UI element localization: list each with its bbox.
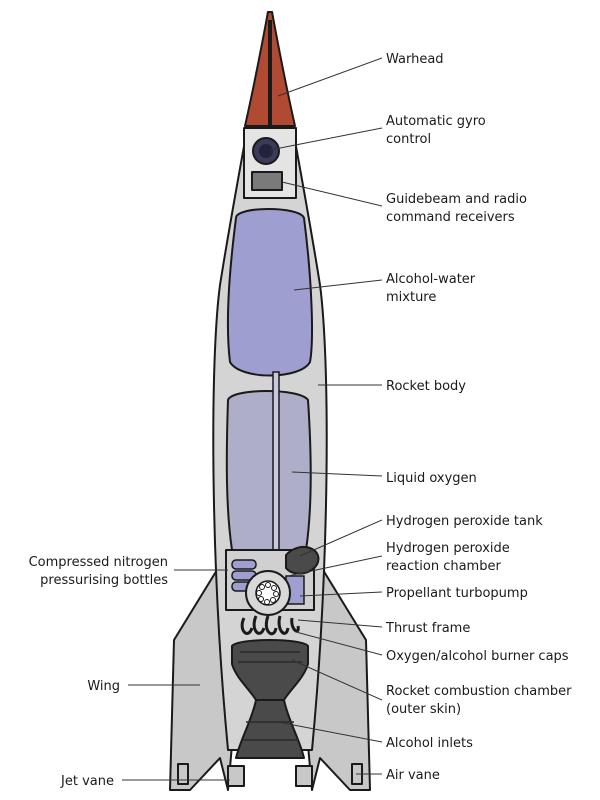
label-h2o2-chamber-2: reaction chamber: [386, 559, 501, 574]
fuel-line: [272, 371, 280, 555]
label-combustion-1: Rocket combustion chamber: [386, 684, 572, 699]
label-thrust-frame: Thrust frame: [385, 621, 470, 636]
label-inlets: Alcohol inlets: [386, 736, 473, 751]
label-wing: Wing: [87, 679, 120, 694]
label-nitrogen-1: Compressed nitrogen: [29, 555, 168, 570]
label-lox: Liquid oxygen: [386, 471, 477, 486]
label-body: Rocket body: [386, 379, 466, 394]
label-receivers-1: Guidebeam and radio: [386, 192, 527, 207]
label-turbopump: Propellant turbopump: [386, 586, 528, 601]
lox-tank: [225, 390, 312, 560]
label-alcohol-2: mixture: [386, 290, 436, 305]
label-h2o2-chamber-1: Hydrogen peroxide: [386, 541, 510, 556]
label-combustion-2: (outer skin): [386, 702, 461, 717]
h2o2-tank: [285, 545, 320, 575]
guidance-compartment: [243, 127, 297, 199]
label-receivers-2: command receivers: [386, 210, 515, 225]
thrust-frame: [240, 615, 300, 636]
label-warhead: Warhead: [386, 52, 444, 67]
alcohol-tank: [227, 208, 313, 377]
label-jet-vane: Jet vane: [60, 774, 114, 789]
leader-lines: [122, 57, 383, 781]
label-nitrogen-2: pressurising bottles: [40, 573, 168, 588]
label-alcohol-1: Alcohol-water: [386, 272, 476, 287]
label-air-vane: Air vane: [386, 768, 440, 783]
label-gyro-2: control: [386, 132, 431, 147]
combustion-chamber: [231, 639, 309, 701]
receiver-unit: [251, 171, 283, 191]
label-h2o2-tank: Hydrogen peroxide tank: [386, 514, 543, 529]
nozzle: [235, 699, 305, 759]
label-burner-caps: Oxygen/alcohol burner caps: [386, 649, 569, 664]
label-gyro-1: Automatic gyro: [386, 114, 486, 129]
jet-vane-shape: [227, 765, 245, 787]
turbopump: [245, 570, 305, 616]
